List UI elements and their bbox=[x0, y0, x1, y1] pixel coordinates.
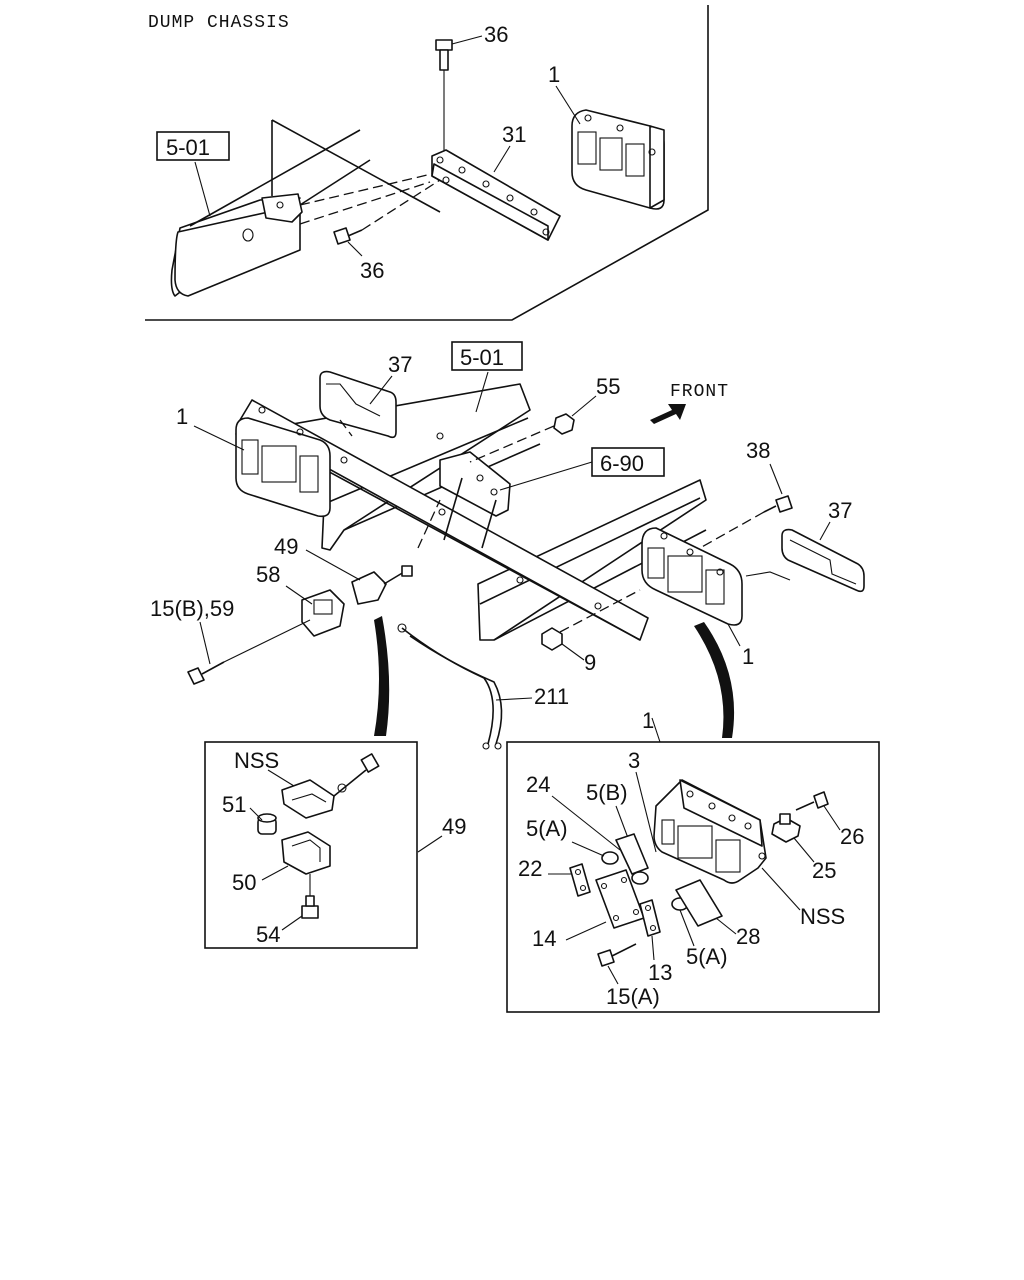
callout-51: 51 bbox=[222, 792, 246, 817]
plate-28 bbox=[675, 879, 723, 927]
dump-chassis-inset: DUMP CHASSIS 5-01 36 bbox=[145, 5, 709, 321]
bolt-26 bbox=[795, 791, 829, 811]
callout-5a-upper: 5(A) bbox=[526, 816, 568, 841]
bracket-31 bbox=[431, 149, 561, 241]
cap-51 bbox=[257, 813, 277, 835]
callout-26: 26 bbox=[840, 824, 864, 849]
callout-24: 24 bbox=[526, 772, 550, 797]
ref-box-5-01-top[interactable] bbox=[156, 131, 230, 161]
callout-1-top: 1 bbox=[548, 62, 560, 87]
callout-13: 13 bbox=[648, 960, 672, 985]
callout-37-right: 37 bbox=[828, 498, 852, 523]
detail-box-sensor: NSS 51 50 54 bbox=[204, 741, 418, 949]
bolt-54 bbox=[301, 874, 319, 919]
callout-5b: 5(B) bbox=[586, 780, 628, 805]
sensor-49 bbox=[351, 565, 413, 605]
detail-pointer-left bbox=[374, 616, 390, 736]
bolt-15b-59 bbox=[187, 619, 311, 685]
callout-28: 28 bbox=[736, 924, 760, 949]
callout-15b-59: 15(B),59 bbox=[150, 596, 234, 621]
gusset-plate-1-top bbox=[571, 109, 665, 210]
bracket-50 bbox=[281, 831, 331, 875]
section-title: DUMP CHASSIS bbox=[148, 13, 290, 33]
callout-nss-right: NSS bbox=[800, 904, 845, 929]
callout-22: 22 bbox=[518, 856, 542, 881]
inset-border bbox=[145, 5, 709, 321]
callout-31: 31 bbox=[502, 122, 526, 147]
callout-nss-left: NSS bbox=[234, 748, 279, 773]
callout-49: 49 bbox=[274, 534, 298, 559]
callout-1-left: 1 bbox=[176, 404, 188, 429]
ref-box-5-01-main[interactable] bbox=[451, 341, 523, 371]
nut-9 bbox=[541, 627, 563, 651]
bolt-36-bottom bbox=[333, 179, 441, 245]
callout-36-bottom: 36 bbox=[360, 258, 384, 283]
plate-13 bbox=[639, 899, 661, 937]
callout-15a: 15(A) bbox=[606, 984, 660, 1009]
ref-5-01-top[interactable]: 5-01 bbox=[166, 135, 210, 160]
callout-3: 3 bbox=[628, 748, 640, 773]
callout-36-top: 36 bbox=[484, 22, 508, 47]
nut-55 bbox=[553, 413, 575, 435]
callout-58: 58 bbox=[256, 562, 280, 587]
front-arrow-icon bbox=[650, 404, 686, 424]
gusset-plate-1-left bbox=[235, 406, 331, 518]
callout-50: 50 bbox=[232, 870, 256, 895]
nut-25 bbox=[771, 813, 801, 843]
gusset-plate-detail bbox=[653, 779, 767, 884]
callout-1-right: 1 bbox=[742, 644, 754, 669]
callout-25: 25 bbox=[812, 858, 836, 883]
callout-55: 55 bbox=[596, 374, 620, 399]
center-bracket bbox=[439, 451, 511, 549]
pin-5b bbox=[631, 871, 649, 885]
main-assembly: 5-01 6-90 FRONT 37 55 bbox=[150, 341, 865, 750]
ref-6-90[interactable]: 6-90 bbox=[600, 451, 644, 476]
harness-211 bbox=[397, 623, 503, 750]
sensor-detail bbox=[281, 753, 380, 819]
detail-pointer-right bbox=[694, 622, 735, 738]
callout-211: 211 bbox=[534, 684, 569, 709]
ref-5-01-main[interactable]: 5-01 bbox=[460, 345, 504, 370]
bolt-38 bbox=[699, 495, 793, 549]
bracket-58 bbox=[301, 589, 345, 637]
frame-rail-main bbox=[235, 383, 707, 641]
callout-9: 9 bbox=[584, 650, 596, 675]
gusset-37-right bbox=[745, 528, 865, 593]
gusset-37-left bbox=[319, 370, 397, 439]
front-label: FRONT bbox=[670, 382, 729, 402]
bolt-36-top bbox=[435, 39, 453, 152]
gusset-plate-1-right bbox=[641, 527, 743, 626]
callout-5a-lower: 5(A) bbox=[686, 944, 728, 969]
plate-24 bbox=[615, 833, 649, 875]
ref-box-6-90[interactable] bbox=[591, 447, 665, 477]
callout-38: 38 bbox=[746, 438, 770, 463]
callout-37-left: 37 bbox=[388, 352, 412, 377]
callout-14: 14 bbox=[532, 926, 556, 951]
bolt-15a bbox=[597, 943, 637, 967]
callout-54: 54 bbox=[256, 922, 280, 947]
plate-22 bbox=[569, 863, 591, 897]
frame-rail-top bbox=[170, 119, 441, 297]
detail-box-gusset: 3 24 5(B) 5(A) 22 14 bbox=[506, 741, 880, 1013]
pin-5a-upper bbox=[601, 851, 619, 865]
callout-49-detail: 49 bbox=[442, 814, 466, 839]
callout-1-detail: 1 bbox=[642, 708, 654, 733]
